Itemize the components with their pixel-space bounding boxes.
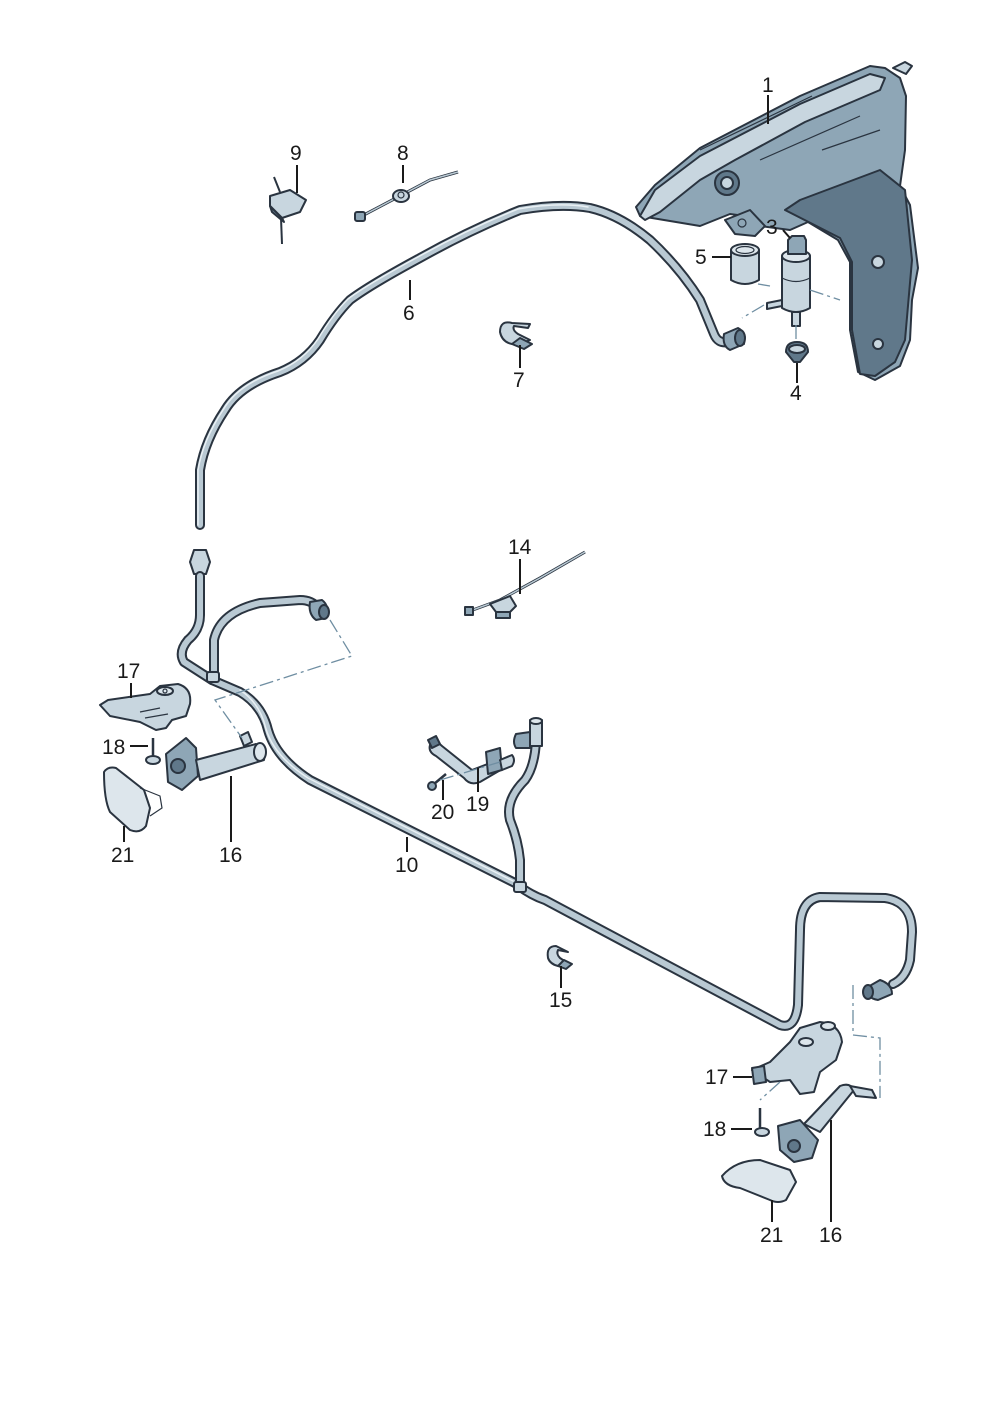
non-return-valve-connector[interactable] — [427, 735, 515, 785]
callout-16-right[interactable]: 16 — [819, 1224, 842, 1247]
callout-17-left[interactable]: 17 — [117, 660, 140, 683]
pump-seal-sleeve[interactable] — [730, 243, 760, 285]
main-washer-hose[interactable] — [195, 200, 746, 530]
leader-lines — [123, 95, 832, 1222]
callout-15[interactable]: 15 — [549, 989, 572, 1012]
nozzle-cap-left[interactable] — [103, 766, 163, 833]
callout-18-left[interactable]: 18 — [102, 736, 125, 759]
callout-14[interactable]: 14 — [508, 536, 532, 559]
telescopic-nozzle-right[interactable] — [777, 1083, 877, 1163]
callout-19[interactable]: 19 — [466, 793, 489, 816]
callout-10[interactable]: 10 — [395, 854, 418, 877]
grommet[interactable] — [785, 341, 809, 363]
callout-21-left[interactable]: 21 — [111, 844, 134, 867]
callout-16-left[interactable]: 16 — [219, 844, 242, 867]
bolt[interactable] — [427, 773, 447, 791]
callout-8[interactable]: 8 — [397, 142, 409, 165]
callout-20[interactable]: 20 — [431, 801, 454, 824]
retaining-clip[interactable] — [269, 176, 307, 245]
washer-pump[interactable] — [766, 235, 811, 327]
hose-clip-lower[interactable] — [546, 945, 573, 970]
distribution-hose[interactable] — [176, 549, 917, 1031]
callout-21-right[interactable]: 21 — [760, 1224, 783, 1247]
screw-left[interactable] — [145, 738, 161, 765]
washer-reservoir[interactable] — [635, 61, 919, 381]
nozzle-bracket-right[interactable] — [751, 1021, 843, 1095]
callout-7[interactable]: 7 — [513, 369, 525, 392]
cable-tie-with-holder[interactable] — [464, 550, 586, 619]
telescopic-nozzle-left[interactable] — [165, 731, 267, 791]
callout-5[interactable]: 5 — [695, 246, 707, 269]
callout-4[interactable]: 4 — [790, 382, 802, 405]
cable-tie-with-clip[interactable] — [354, 170, 459, 222]
callout-18-right[interactable]: 18 — [703, 1118, 726, 1141]
callout-3[interactable]: 3 — [766, 216, 778, 239]
nozzle-cap-right[interactable] — [721, 1159, 797, 1203]
callout-1[interactable]: 1 — [762, 74, 774, 97]
callout-17-right[interactable]: 17 — [705, 1066, 728, 1089]
nozzle-bracket-left[interactable] — [99, 683, 192, 731]
callout-9[interactable]: 9 — [290, 142, 302, 165]
assembly-lines — [213, 283, 881, 1101]
screw-right[interactable] — [754, 1108, 770, 1137]
callout-labels: 1 3 4 5 6 7 8 9 10 14 15 16 16 17 17 18 … — [102, 74, 842, 1247]
callout-6[interactable]: 6 — [403, 302, 415, 325]
hose-clip-upper[interactable] — [499, 321, 533, 350]
